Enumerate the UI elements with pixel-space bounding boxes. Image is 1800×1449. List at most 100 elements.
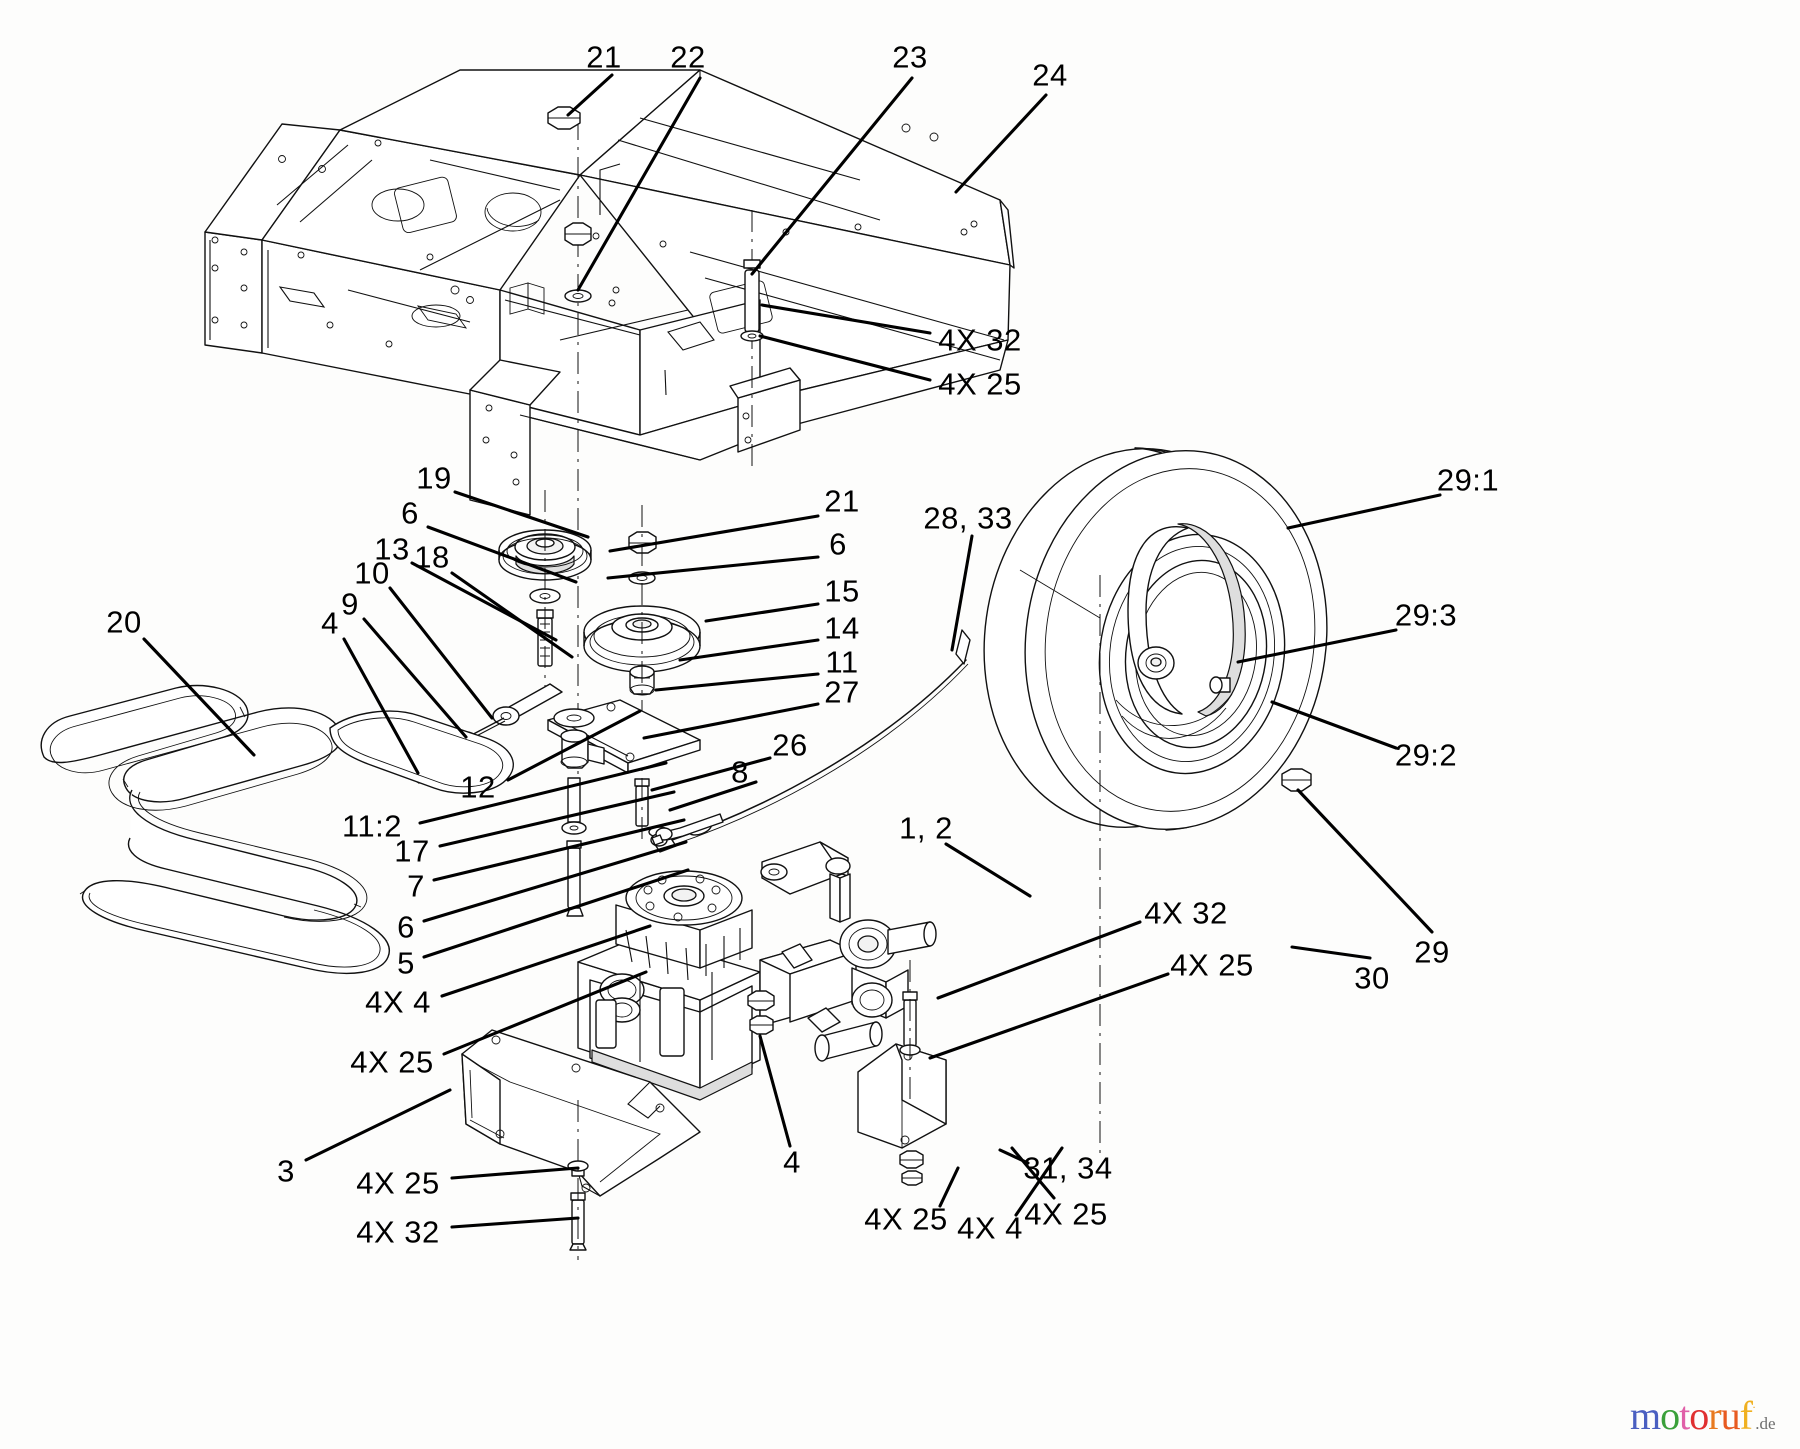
leader-c4x25d (450, 1166, 580, 1180)
callout-label-c4x32b: 4X 32 (1144, 895, 1228, 931)
hardware-23 (740, 210, 764, 470)
leader-c20 (142, 637, 256, 757)
rear-wheel-assembly (983, 447, 1328, 1160)
callout-label-c8: 8 (731, 754, 749, 790)
leader-c19 (453, 490, 590, 539)
motoruf-watermark: motoruf˙.de (1630, 1392, 1776, 1439)
leader-c26 (650, 756, 772, 792)
leader-c3 (304, 1088, 452, 1162)
callout-label-c15: 15 (824, 573, 860, 609)
callout-label-c13: 13 (374, 531, 410, 567)
callout-label-c29_1: 29:1 (1436, 462, 1500, 498)
callout-label-c19: 19 (416, 460, 452, 496)
leader-c8 (668, 780, 758, 812)
callout-label-c29: 29 (1414, 934, 1450, 970)
leader-c1_2 (944, 842, 1032, 898)
callout-label-c5: 5 (397, 945, 415, 981)
callout-label-c9: 9 (341, 586, 359, 622)
callout-label-c18: 18 (414, 539, 450, 575)
callout-label-c1_2: 1, 2 (899, 810, 953, 846)
callout-label-c4x25e: 4X 25 (864, 1201, 948, 1237)
leader-c30 (1290, 945, 1372, 960)
leader-c4x4a (440, 924, 652, 998)
callout-label-c24: 24 (1032, 57, 1068, 93)
leader-c6c (606, 555, 820, 580)
callout-label-c29_3: 29:3 (1394, 597, 1458, 633)
leader-c29 (1296, 788, 1434, 934)
leader-c7 (432, 818, 686, 882)
leader-c4a (342, 637, 420, 775)
leader-c23 (750, 76, 914, 276)
leader-c27 (642, 702, 820, 740)
leader-lines (142, 73, 1442, 1229)
leader-c28_33 (950, 534, 974, 652)
drive-pulley-assembly (583, 505, 701, 845)
leader-c24 (954, 93, 1048, 194)
leader-c14 (678, 638, 820, 662)
watermark-letter-1: o (1660, 1393, 1680, 1438)
transmission-mount-bracket (857, 960, 947, 1186)
callout-label-c23: 23 (892, 39, 928, 75)
callout-label-c26: 26 (772, 727, 808, 763)
hydrostatic-transmission (577, 813, 937, 1101)
leader-c15 (704, 602, 820, 623)
leader-c6a (426, 525, 578, 584)
leader-c4x25f (1010, 1146, 1056, 1200)
callout-label-c4x25d: 4X 25 (356, 1165, 440, 1201)
callout-label-c4x4b: 4X 4 (957, 1210, 1023, 1246)
callout-label-c3: 3 (277, 1153, 295, 1189)
watermark-letter-2: t (1679, 1393, 1690, 1438)
leader-c29_3 (1236, 628, 1398, 664)
callout-label-c17: 17 (394, 833, 430, 869)
idler-pulley-assembly (498, 490, 592, 700)
callout-label-c11: 11 (825, 644, 859, 680)
callout-label-c4x32c: 4X 32 (356, 1214, 440, 1250)
callout-label-c22: 22 (670, 39, 706, 75)
callout-label-c4x4a: 4X 4 (365, 984, 431, 1020)
callout-label-c7: 7 (407, 868, 425, 904)
leader-c9 (362, 617, 468, 739)
leader-c6b (422, 840, 688, 923)
leader-c4x32c (450, 1216, 580, 1229)
leader-c4x25c (928, 972, 1170, 1060)
leader-c4b (758, 1034, 792, 1148)
skid-plate (461, 1029, 701, 1260)
leader-c29_2 (1270, 700, 1398, 750)
leader-c17 (438, 790, 676, 848)
leader-c4x32b (936, 920, 1142, 1000)
callout-label-c11_2: 11:2 (341, 808, 403, 844)
leader-c4x25b (442, 970, 648, 1056)
callout-label-c21a: 21 (586, 39, 622, 75)
leader-c4x25a (758, 334, 932, 382)
leader-c22 (576, 76, 702, 292)
callout-label-c10: 10 (354, 555, 390, 591)
frame-weldment (204, 69, 1015, 516)
leader-c21a (566, 73, 614, 117)
leader-c4x32a (760, 303, 932, 335)
watermark-dot: ˙ (1751, 1402, 1756, 1418)
leader-c4x25e (938, 1166, 960, 1208)
callout-label-c14: 14 (824, 610, 860, 646)
callout-label-c4x25f: 4X 25 (1024, 1196, 1108, 1232)
callout-label-c31_34: 31, 34 (1023, 1150, 1113, 1186)
watermark-letter-3: o (1689, 1393, 1709, 1438)
leader-c31_34 (998, 1148, 1030, 1165)
leader-c11 (654, 672, 820, 692)
callout-label-c4a: 4 (321, 605, 339, 641)
callout-label-c29_2: 29:2 (1394, 737, 1458, 773)
callout-label-c20: 20 (106, 604, 142, 640)
callout-label-c4x32a: 4X 32 (938, 322, 1022, 358)
callout-label-c30: 30 (1354, 960, 1390, 996)
leader-c18 (450, 571, 574, 659)
callout-label-c21b: 21 (824, 483, 860, 519)
callout-label-c6b: 6 (397, 909, 415, 945)
leader-c10 (388, 586, 494, 720)
watermark-letter-4: r (1708, 1393, 1721, 1438)
leader-c29_1 (1286, 493, 1442, 530)
leader-c5 (422, 868, 690, 959)
watermark-letter-5: u (1720, 1393, 1741, 1438)
callout-label-c12: 12 (460, 769, 496, 805)
callout-label-c4b: 4 (783, 1144, 801, 1180)
